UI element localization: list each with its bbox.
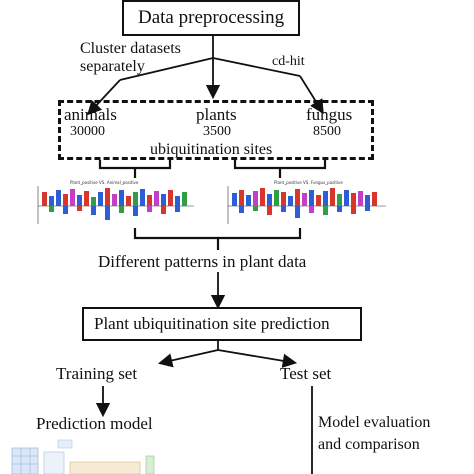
dataset-fungus-count: 8500 — [313, 124, 341, 139]
evaluation-label: Model evaluation and comparison — [318, 414, 431, 453]
training-set-label: Training set — [56, 364, 138, 383]
datasets-box — [58, 100, 374, 160]
bracket-logos — [133, 228, 302, 240]
logo-right-title: Plant_positive VS. Fungus_positive — [274, 180, 343, 185]
arrow-to-animals — [87, 79, 121, 116]
dataset-animals-count: 30000 — [70, 124, 105, 139]
bracket-left-top — [98, 160, 172, 170]
prediction-label: Plant ubiquitination site prediction — [94, 314, 330, 333]
logo-right-graphic — [227, 186, 386, 224]
sequence-logo-right: Plant_positive VS. Fungus_positive — [222, 180, 390, 228]
prediction-model-label: Prediction model — [36, 414, 153, 433]
cdhit-label: cd-hit — [272, 54, 305, 69]
sequence-logo-left: Plant_positive VS. Animal_positive — [30, 180, 198, 228]
bracket-right-top — [233, 160, 327, 170]
patterns-label: Different patterns in plant data — [98, 252, 307, 271]
logo-left-title: Plant_positive VS. Animal_positive — [70, 180, 139, 185]
branch-line — [212, 57, 301, 77]
branch-line — [119, 57, 214, 81]
prediction-box: Plant ubiquitination site prediction — [82, 307, 362, 341]
dataset-plants-count: 3500 — [203, 124, 231, 139]
datasets-caption: ubiquitination sites — [150, 141, 273, 158]
dataset-plants-name: plants — [196, 105, 237, 124]
test-set-label: Test set — [280, 364, 332, 383]
dataset-fungus-name: fungus — [306, 105, 353, 124]
preprocess-label: Data preprocessing — [138, 7, 285, 28]
cluster-label: Cluster datasets separately — [80, 40, 181, 75]
logo-left-graphic — [37, 186, 194, 224]
preprocess-box: Data preprocessing — [122, 0, 300, 36]
dataset-animals-name: animals — [64, 105, 117, 124]
